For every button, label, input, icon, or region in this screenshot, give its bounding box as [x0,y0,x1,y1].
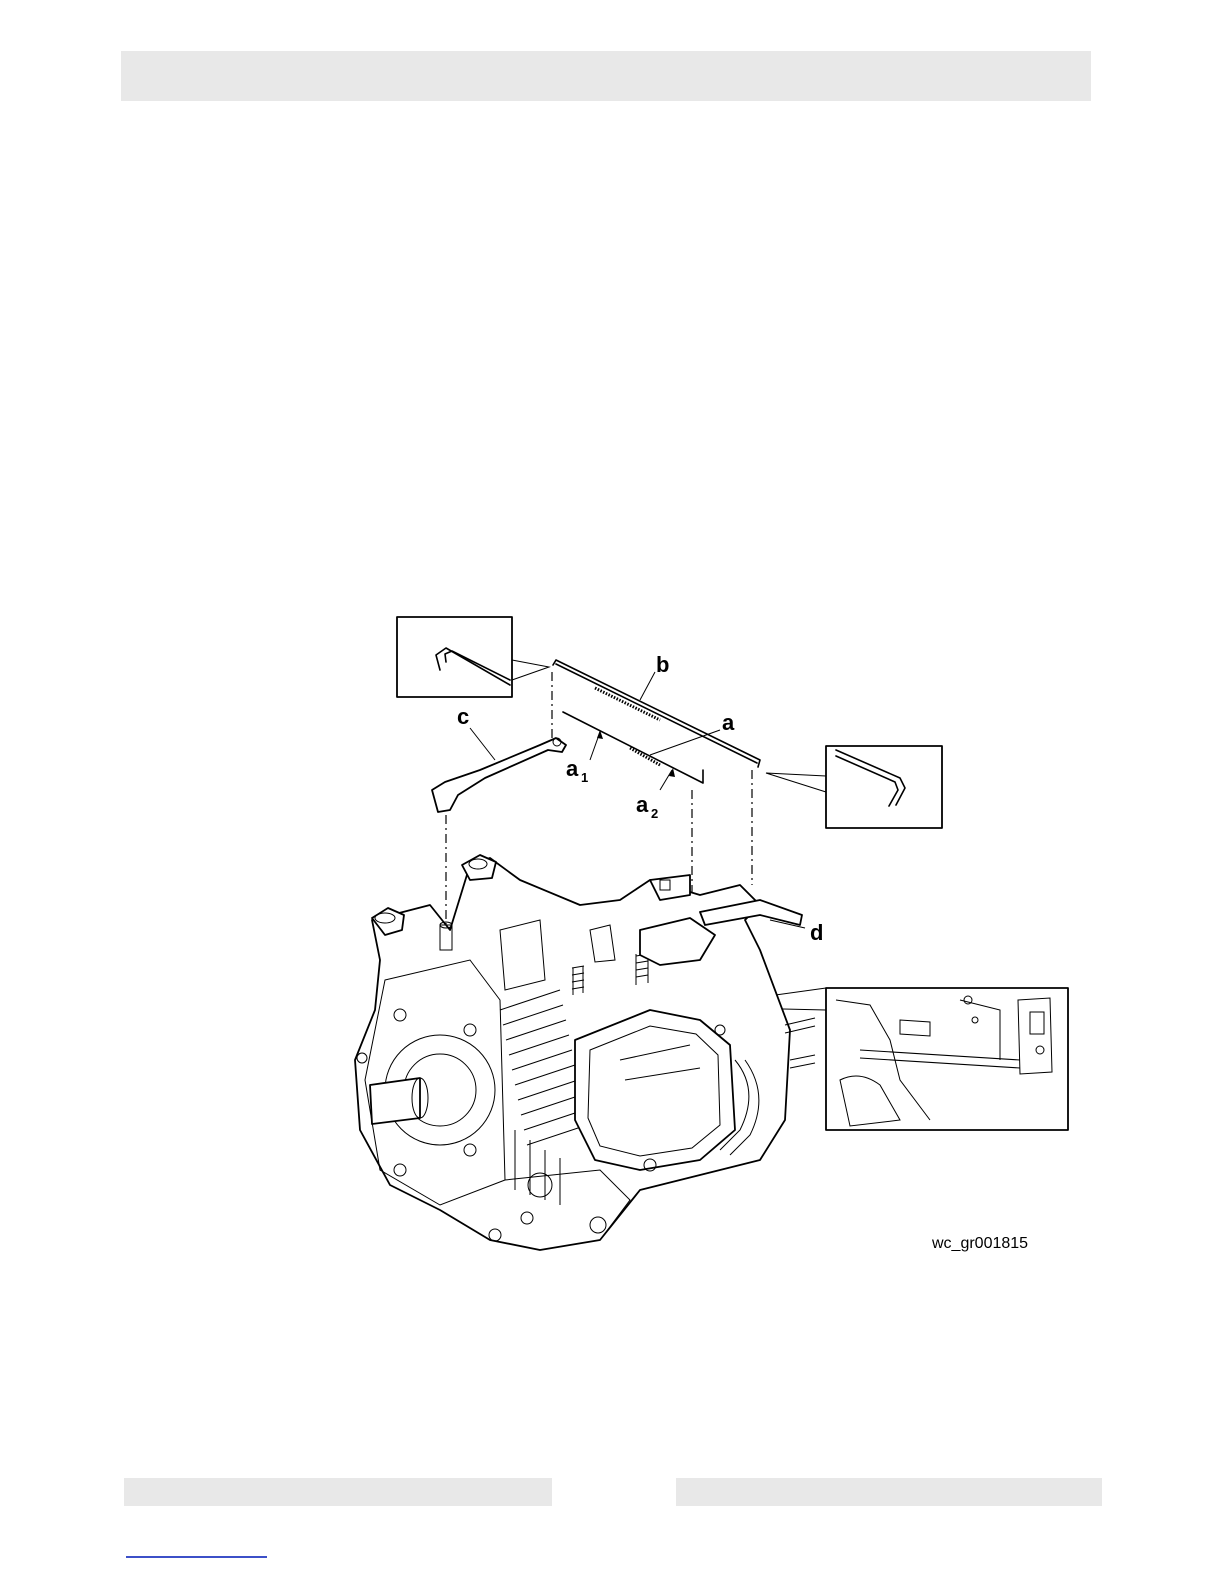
label-a1: a [566,756,579,781]
governor-arm-c [432,728,566,812]
footer-bar-right [676,1478,1102,1506]
label-a2-subscript: 2 [651,806,658,821]
label-d: d [810,920,823,945]
page-link-underline[interactable] [126,1556,267,1558]
figure-id: wc_gr001815 [931,1235,1028,1252]
detail-inset-bent-end [766,746,942,828]
detail-inset-hook [397,617,549,697]
label-a: a [722,710,735,735]
label-a1-subscript: 1 [581,770,588,785]
label-a2: a [636,792,649,817]
label-b: b [656,652,669,677]
footer-bar-left [124,1478,552,1506]
label-c: c [457,704,469,729]
engine-assembly [355,855,815,1250]
